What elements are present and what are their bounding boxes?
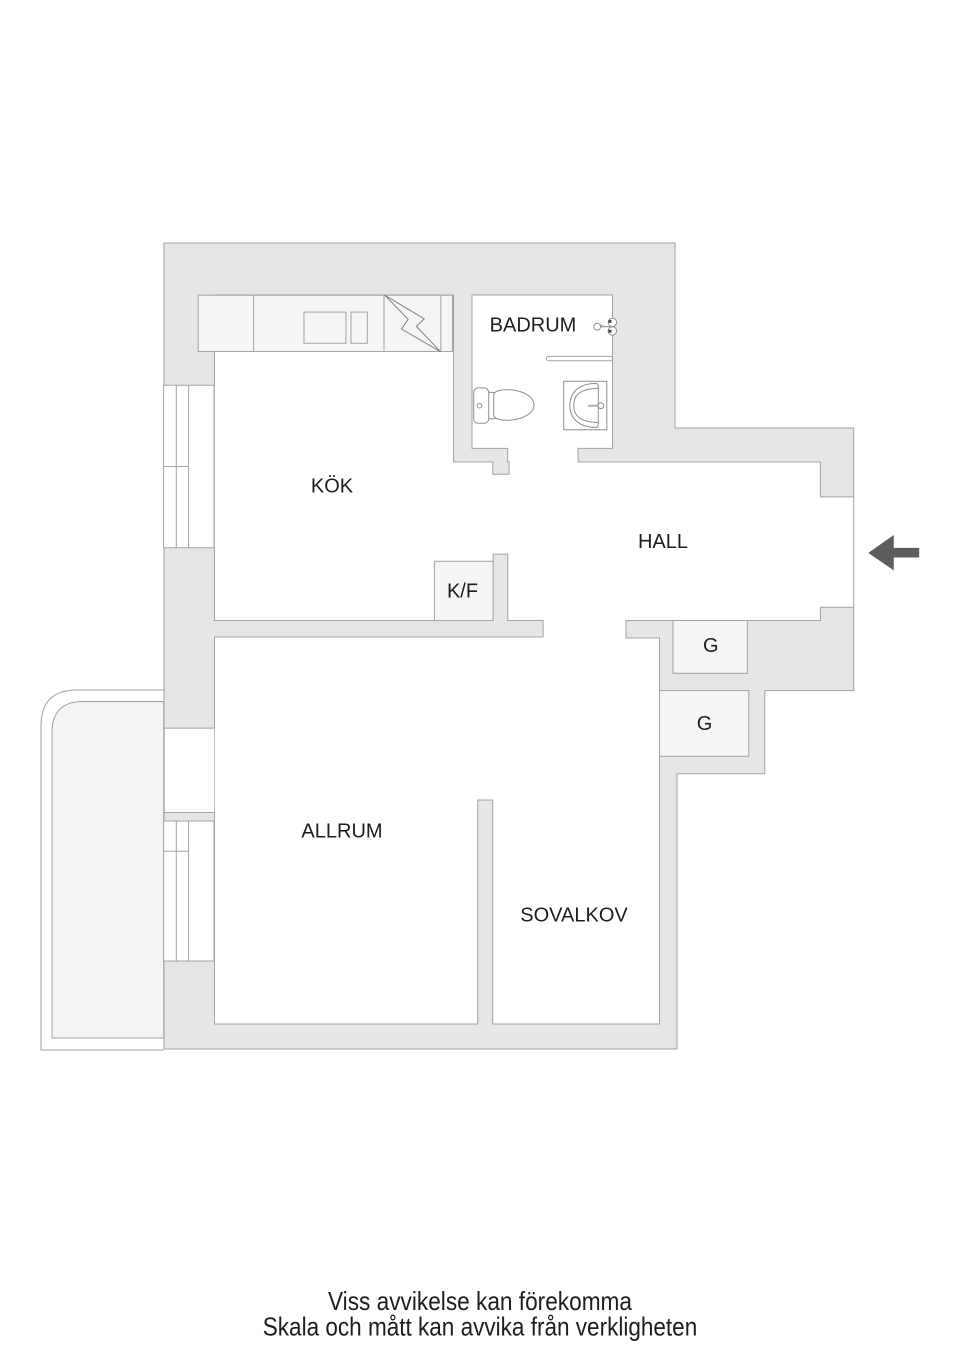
svg-text:G: G bbox=[703, 635, 719, 657]
svg-text:ALLRUM: ALLRUM bbox=[301, 821, 382, 843]
svg-text:BADRUM: BADRUM bbox=[490, 314, 577, 336]
svg-text:Skala och mått kan avvika från: Skala och mått kan avvika från verklighe… bbox=[263, 1312, 698, 1342]
svg-text:K/F: K/F bbox=[447, 581, 478, 603]
svg-text:G: G bbox=[697, 713, 713, 735]
svg-text:HALL: HALL bbox=[638, 531, 688, 553]
svg-text:Viss avvikelse kan förekomma: Viss avvikelse kan förekomma bbox=[328, 1286, 632, 1316]
svg-text:KÖK: KÖK bbox=[311, 475, 354, 497]
svg-text:SOVALKOV: SOVALKOV bbox=[520, 905, 628, 927]
